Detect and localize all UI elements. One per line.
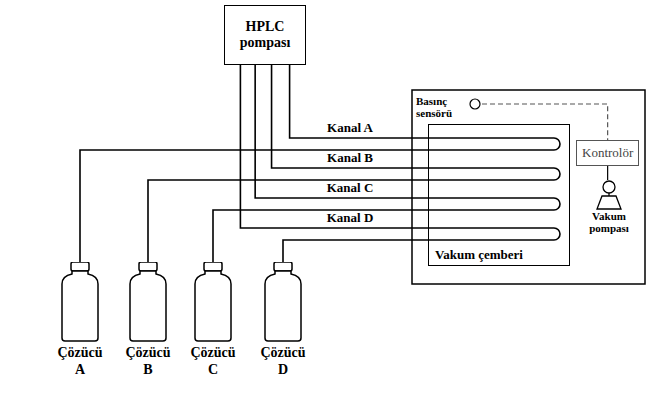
pump-symbol bbox=[593, 180, 625, 210]
tubing-line bbox=[80, 150, 428, 262]
bottle-outline bbox=[50, 262, 110, 342]
node-label: Çözücü C bbox=[187, 344, 239, 378]
pressure-sensor: Basınç sensörü bbox=[416, 95, 482, 119]
channel-label: Kanal A bbox=[325, 121, 375, 135]
bottle-outline bbox=[253, 262, 313, 342]
node-label: Vakum pompası bbox=[583, 210, 635, 234]
tubing-line bbox=[240, 65, 428, 228]
tubing-line bbox=[148, 180, 428, 262]
sensor-circle bbox=[470, 99, 480, 109]
bottle-outline bbox=[118, 262, 178, 342]
pump-box: HPLC pompası bbox=[224, 5, 306, 65]
pump-body bbox=[597, 193, 621, 209]
channel-label: Kanal D bbox=[325, 211, 376, 225]
tubing-loops bbox=[428, 138, 560, 240]
tubing-line bbox=[607, 166, 608, 180]
tubing-loop bbox=[428, 228, 560, 240]
node-label: Kontrolör bbox=[582, 145, 633, 161]
solvent-bottle: Çözücü B bbox=[118, 262, 178, 378]
channel-label: Kanal C bbox=[325, 181, 376, 195]
degasser-housing bbox=[412, 90, 645, 284]
bottle-body bbox=[62, 271, 98, 341]
bottle-body bbox=[195, 271, 231, 341]
vacuum-chamber: Vakum çemberi bbox=[428, 124, 570, 266]
node-label: Çözücü A bbox=[54, 344, 106, 378]
bottle-body bbox=[265, 271, 301, 341]
tubing-line bbox=[290, 65, 428, 138]
tubing-line bbox=[213, 210, 428, 262]
solvent-bottle: Çözücü D bbox=[253, 262, 313, 378]
node-label: HPLC pompası bbox=[232, 19, 298, 51]
solvent-bottle: Çözücü C bbox=[183, 262, 243, 378]
node-label: Çözücü D bbox=[257, 344, 309, 378]
tubing-line bbox=[255, 65, 428, 198]
bottle-cap bbox=[204, 262, 222, 271]
node-label: Vakum çemberi bbox=[435, 247, 569, 262]
signal-line bbox=[482, 104, 608, 140]
tubing-line bbox=[272, 65, 428, 168]
pump-head bbox=[603, 181, 615, 193]
sensor-symbol bbox=[468, 97, 482, 111]
node-label: Çözücü B bbox=[122, 344, 174, 378]
bottle-cap bbox=[139, 262, 157, 271]
controller-box: Kontrolör bbox=[576, 140, 639, 166]
tubing-line bbox=[283, 240, 428, 262]
vacuum-pump: Vakum pompası bbox=[583, 180, 635, 234]
bottle-body bbox=[130, 271, 166, 341]
channel-label: Kanal B bbox=[325, 151, 375, 165]
tubing-loop bbox=[428, 168, 560, 180]
node-label: Basınç sensörü bbox=[416, 95, 466, 119]
tubing-loop bbox=[428, 138, 560, 150]
bottle-cap bbox=[71, 262, 89, 271]
bottle-outline bbox=[183, 262, 243, 342]
solvent-bottle: Çözücü A bbox=[50, 262, 110, 378]
tubing-loop bbox=[428, 198, 560, 210]
bottle-cap bbox=[274, 262, 292, 271]
